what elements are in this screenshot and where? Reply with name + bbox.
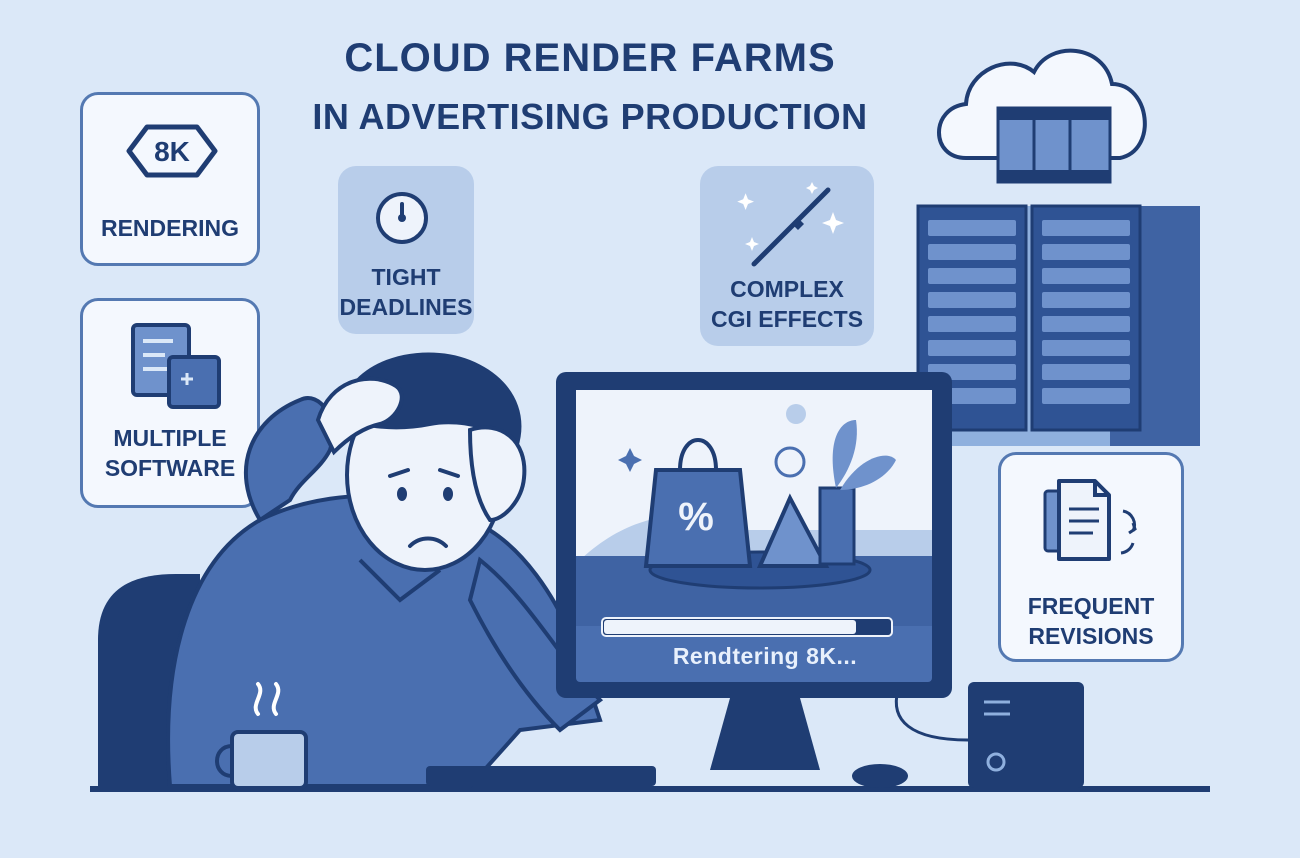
- clock-icon: [376, 192, 428, 244]
- desk: [90, 786, 1210, 792]
- card-tight-deadlines: TIGHT DEADLINES: [338, 166, 474, 334]
- stressed-person: [166, 352, 604, 788]
- keyboard: [426, 766, 656, 786]
- bag-percent-symbol: %: [678, 495, 714, 539]
- render-status-text: Rendtering 8K...: [672, 643, 858, 669]
- title-line-2: IN ADVERTISING PRODUCTION: [312, 96, 868, 137]
- 8k-badge-icon: 8K: [126, 124, 218, 178]
- multiple-software-label: MULTIPLE SOFTWARE: [104, 425, 236, 481]
- pc-tower: [894, 682, 1084, 788]
- complex-cgi-label: COMPLEX CGI EFFECTS: [710, 276, 864, 332]
- monitor: %: [556, 372, 952, 770]
- card-multiple-software: MULTIPLE SOFTWARE: [80, 298, 260, 508]
- card-complex-cgi: COMPLEX CGI EFFECTS: [700, 166, 874, 346]
- title-line-1: CLOUD RENDER FARMS: [344, 36, 836, 80]
- card-rendering: 8K RENDERING: [80, 92, 260, 266]
- rendering-label: RENDERING: [100, 215, 239, 241]
- magic-wand-icon: [737, 182, 844, 267]
- render-progress-fill: [604, 620, 856, 634]
- cloud-icon: [937, 48, 1147, 184]
- 8k-badge-text: 8K: [154, 136, 190, 167]
- document-revision-icon: [1043, 479, 1137, 561]
- mouse: [852, 764, 908, 788]
- tight-deadlines-label: TIGHT DEADLINES: [339, 264, 473, 320]
- windows-stack-icon: [131, 323, 221, 409]
- title: CLOUD RENDER FARMS IN ADVERTISING PRODUC…: [260, 34, 920, 140]
- frequent-revisions-label: FREQUENT REVISIONS: [1027, 593, 1155, 649]
- server-rack-icon: [916, 204, 1200, 446]
- coffee-mug-icon: [215, 682, 308, 790]
- card-frequent-revisions: FREQUENT REVISIONS: [998, 452, 1184, 662]
